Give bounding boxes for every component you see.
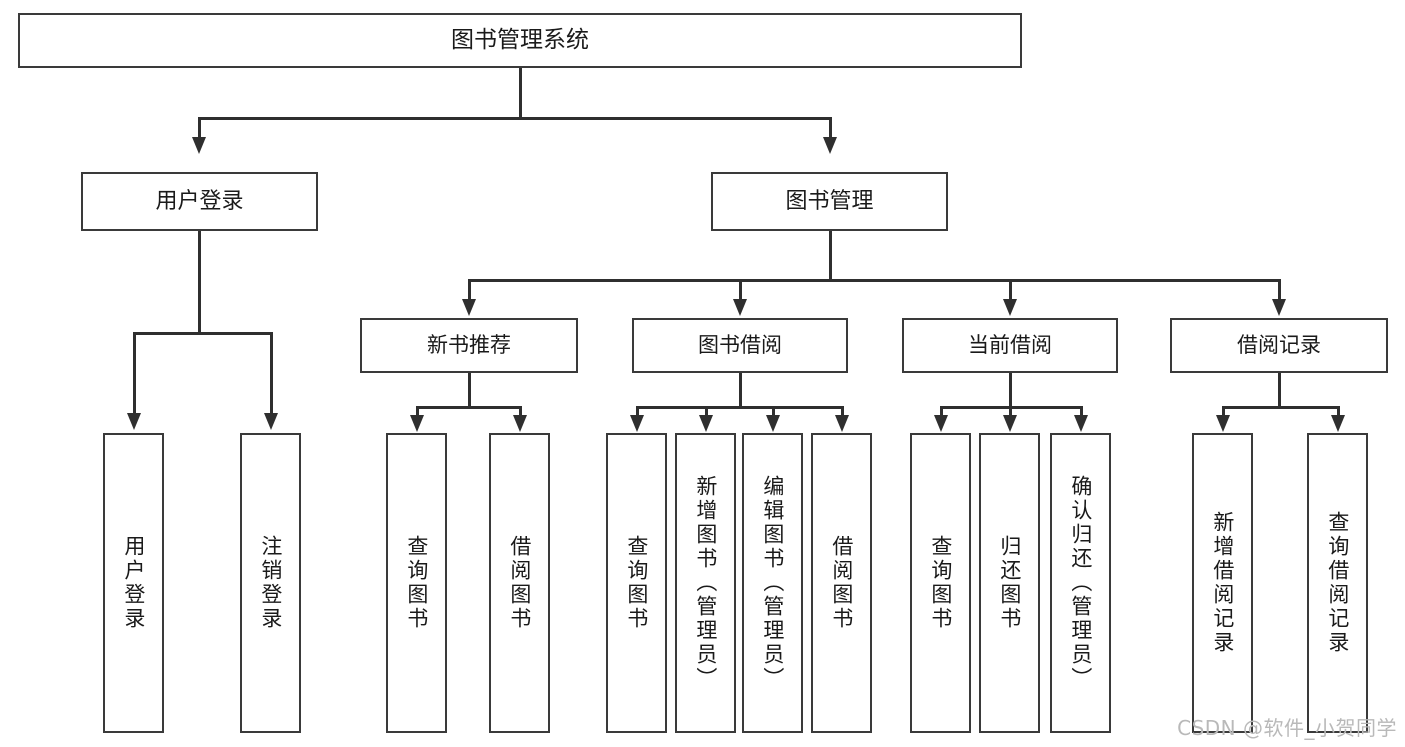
leaf-current-borrow-confirm-return-admin[interactable]: 确认归还（管理员） (1050, 433, 1111, 733)
node-current-borrow[interactable]: 当前借阅 (902, 318, 1118, 373)
leaf-current-borrow-return-book[interactable]: 归还图书 (979, 433, 1040, 733)
node-label: 图书管理系统 (451, 26, 589, 53)
arrowhead-bm-to-new-book (462, 299, 476, 316)
arrowhead-borrow-record-child-1 (1216, 415, 1230, 432)
node-user-login[interactable]: 用户登录 (81, 172, 318, 231)
leaf-current-borrow-query-book[interactable]: 查询图书 (910, 433, 971, 733)
arrowhead-book-borrow-child-3 (766, 415, 780, 432)
connector-new-book-child-2 (519, 406, 522, 417)
arrowhead-bm-to-current-borrow (1003, 299, 1017, 316)
leaf-book-borrow-add-book-admin[interactable]: 新增图书（管理员） (675, 433, 736, 733)
leaf-label: 确认归还（管理员） (1068, 475, 1093, 691)
leaf-label: 查询图书 (404, 535, 429, 631)
connector-new-book-stem (468, 373, 471, 407)
connector-user-login-child-2 (270, 332, 273, 415)
leaf-label: 编辑图书（管理员） (760, 475, 785, 691)
connector-book-borrow-child-2 (705, 406, 708, 417)
leaf-user-login-login[interactable]: 用户登录 (103, 433, 164, 733)
node-book-management[interactable]: 图书管理 (711, 172, 948, 231)
leaf-book-borrow-edit-book-admin[interactable]: 编辑图书（管理员） (742, 433, 803, 733)
arrowhead-user-login-child-2 (264, 413, 278, 430)
leaf-borrow-record-add-record[interactable]: 新增借阅记录 (1192, 433, 1253, 733)
leaf-book-borrow-query-book[interactable]: 查询图书 (606, 433, 667, 733)
leaf-label: 借阅图书 (829, 535, 854, 631)
arrowhead-book-borrow-child-1 (630, 415, 644, 432)
leaf-label: 归还图书 (997, 535, 1022, 631)
connector-borrow-record-child-1 (1222, 406, 1225, 417)
leaf-label: 查询图书 (928, 535, 953, 631)
leaf-label: 新增借阅记录 (1210, 511, 1235, 655)
node-label: 新书推荐 (427, 333, 511, 358)
connector-book-management-stem (829, 231, 832, 280)
arrowhead-new-book-child-1 (410, 415, 424, 432)
arrowhead-book-borrow-child-2 (699, 415, 713, 432)
connector-root-bar (198, 117, 831, 120)
arrowhead-current-borrow-child-1 (934, 415, 948, 432)
connector-user-login-bar (133, 332, 273, 335)
connector-root-to-book-management (829, 117, 832, 139)
connector-borrow-record-bar (1222, 406, 1338, 409)
node-label: 图书管理 (785, 188, 874, 214)
connector-root-stem (519, 68, 522, 118)
connector-bm-to-current-borrow (1009, 279, 1012, 301)
connector-current-borrow-child-2 (1009, 406, 1012, 417)
connector-user-login-child-1 (133, 332, 136, 415)
arrowhead-current-borrow-child-3 (1074, 415, 1088, 432)
arrowhead-user-login-child-1 (127, 413, 141, 430)
connector-book-management-bar (468, 279, 1280, 282)
connector-book-borrow-child-3 (772, 406, 775, 417)
leaf-book-borrow-borrow-book[interactable]: 借阅图书 (811, 433, 872, 733)
leaf-label: 查询借阅记录 (1325, 511, 1350, 655)
arrowhead-borrow-record-child-2 (1331, 415, 1345, 432)
arrowhead-root-to-user-login (192, 137, 206, 154)
connector-current-borrow-child-1 (940, 406, 943, 417)
leaf-label: 用户登录 (121, 535, 146, 631)
arrowhead-book-borrow-child-4 (835, 415, 849, 432)
node-root-book-management-system[interactable]: 图书管理系统 (18, 13, 1022, 68)
connector-root-to-user-login (198, 117, 201, 139)
connector-user-login-stem (198, 231, 201, 333)
leaf-new-book-query-book[interactable]: 查询图书 (386, 433, 447, 733)
node-label: 当前借阅 (968, 333, 1052, 358)
connector-new-book-bar (416, 406, 521, 409)
node-book-borrow[interactable]: 图书借阅 (632, 318, 848, 373)
leaf-label: 注销登录 (258, 535, 283, 631)
arrowhead-bm-to-book-borrow (733, 299, 747, 316)
connector-current-borrow-stem (1009, 373, 1012, 407)
connector-book-borrow-stem (739, 373, 742, 407)
connector-book-borrow-child-4 (841, 406, 844, 417)
leaf-label: 借阅图书 (507, 535, 532, 631)
connector-new-book-child-1 (416, 406, 419, 417)
connector-book-borrow-child-1 (636, 406, 639, 417)
node-label: 图书借阅 (698, 333, 782, 358)
node-label: 用户登录 (155, 188, 244, 214)
connector-bm-to-borrow-record (1278, 279, 1281, 301)
leaf-user-login-logout[interactable]: 注销登录 (240, 433, 301, 733)
node-borrow-record[interactable]: 借阅记录 (1170, 318, 1388, 373)
leaf-borrow-record-query-record[interactable]: 查询借阅记录 (1307, 433, 1368, 733)
connector-book-borrow-bar (636, 406, 842, 409)
connector-borrow-record-stem (1278, 373, 1281, 407)
arrowhead-new-book-child-2 (513, 415, 527, 432)
leaf-label: 新增图书（管理员） (693, 475, 718, 691)
connector-bm-to-new-book (468, 279, 471, 301)
arrowhead-root-to-book-management (823, 137, 837, 154)
leaf-label: 查询图书 (624, 535, 649, 631)
node-label: 借阅记录 (1237, 333, 1321, 358)
arrowhead-current-borrow-child-2 (1003, 415, 1017, 432)
connector-bm-to-book-borrow (739, 279, 742, 301)
connector-current-borrow-child-3 (1080, 406, 1083, 417)
arrowhead-bm-to-borrow-record (1272, 299, 1286, 316)
leaf-new-book-borrow-book[interactable]: 借阅图书 (489, 433, 550, 733)
connector-borrow-record-child-2 (1337, 406, 1340, 417)
node-new-book-recommend[interactable]: 新书推荐 (360, 318, 578, 373)
